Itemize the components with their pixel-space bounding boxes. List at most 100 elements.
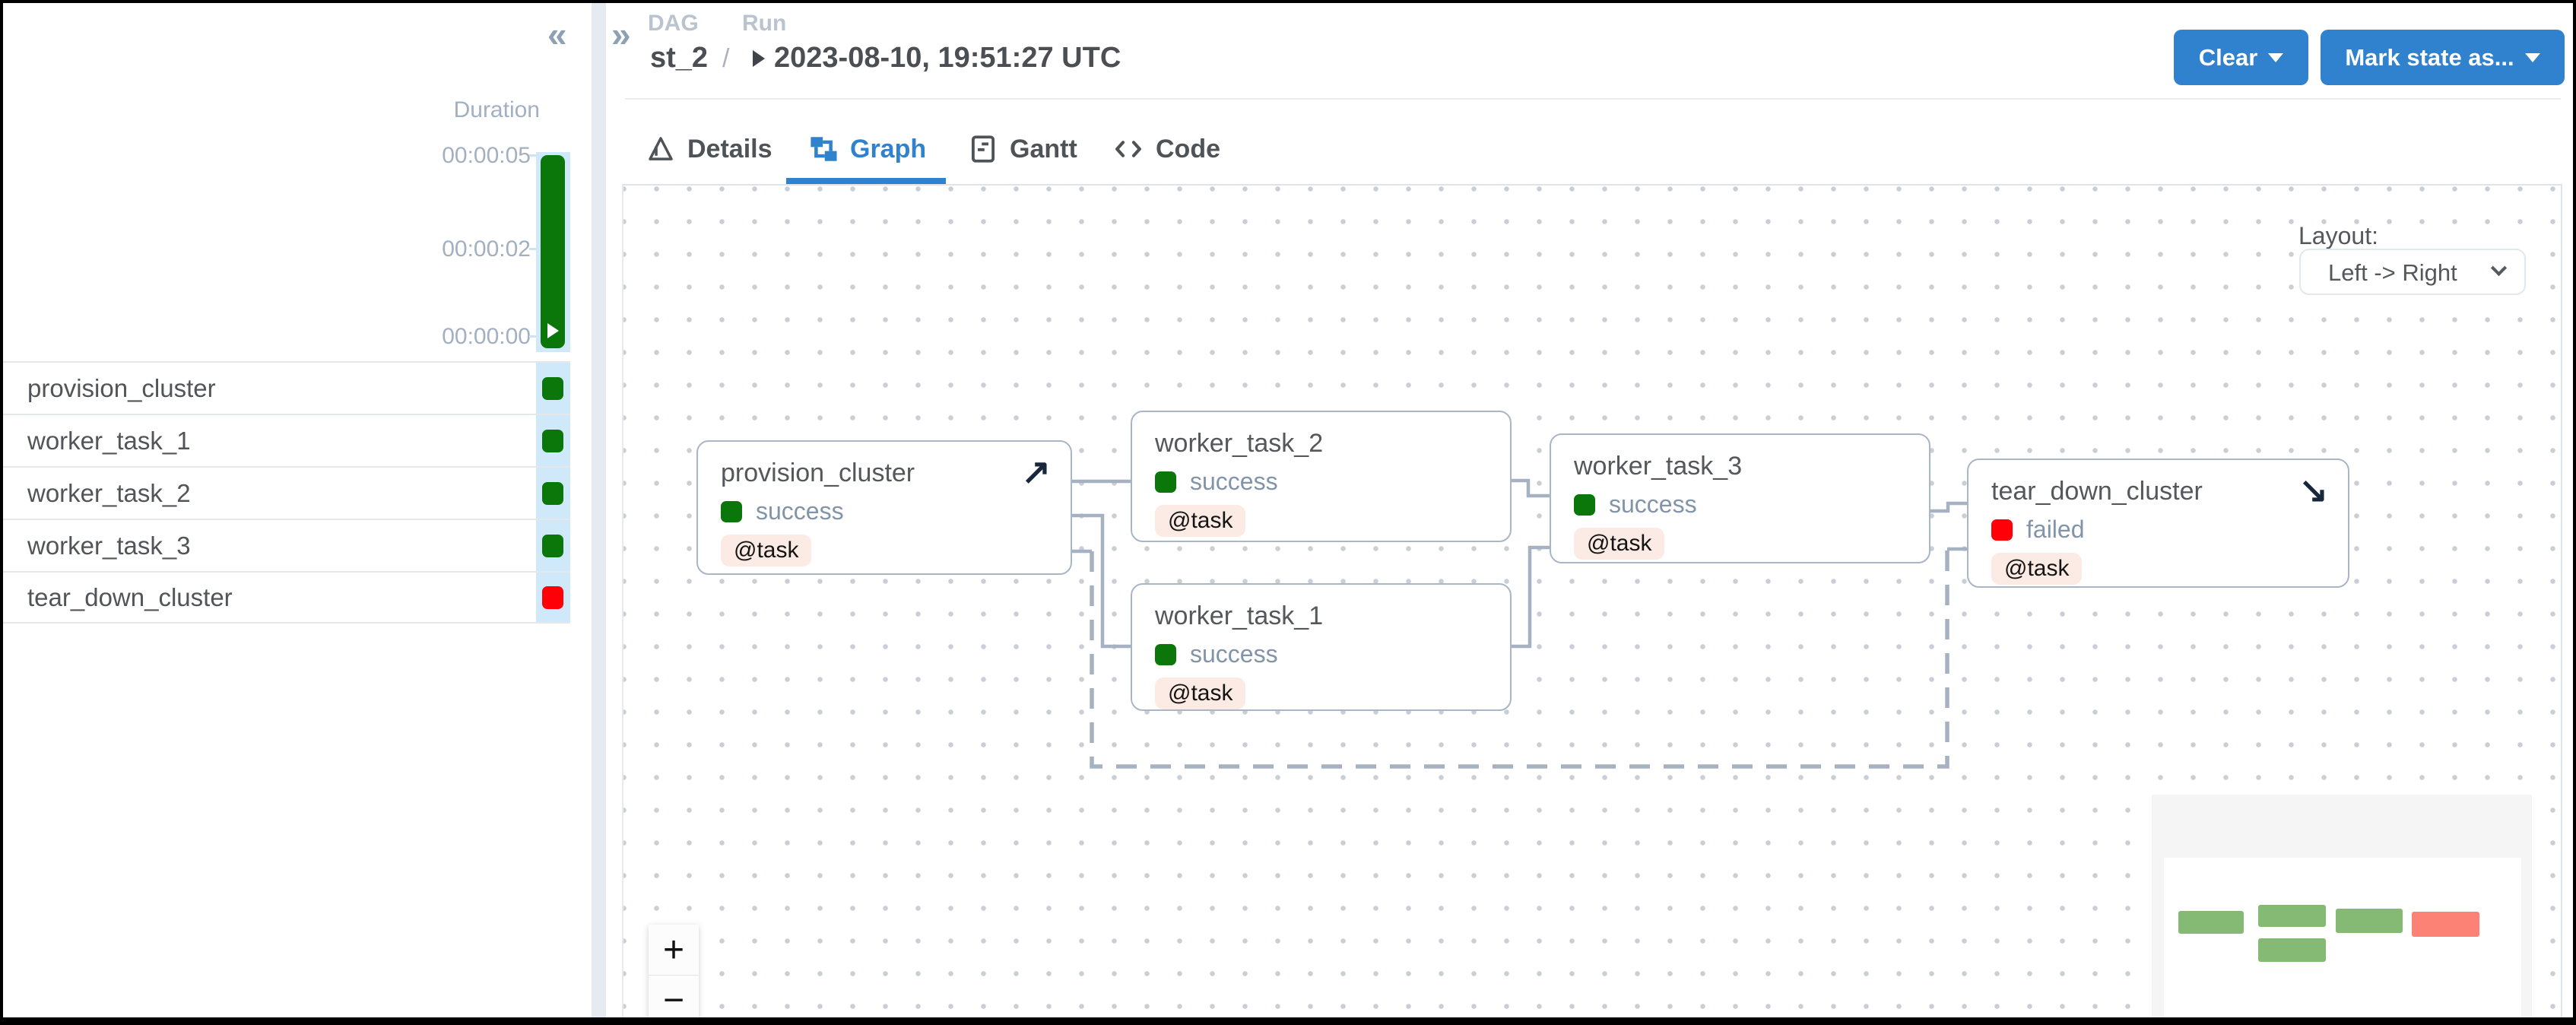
zoom-out-button[interactable]: − [649,975,699,1025]
task-row-worker-task-1[interactable]: worker_task_1 [0,414,570,466]
expand-panel-icon[interactable]: » [611,14,631,54]
status-square-success [1155,643,1176,665]
tab-label: Gantt [1010,134,1077,163]
duration-tick: 00:00:05 [442,143,531,168]
node-title: worker_task_3 [1574,452,1743,481]
dag-node-provision-cluster[interactable]: provision_cluster ↗ success @task [696,440,1072,575]
node-title: provision_cluster [721,459,915,487]
task-row-worker-task-3[interactable]: worker_task_3 [0,519,570,571]
task-name: tear_down_cluster [27,582,233,611]
gantt-icon [967,133,999,165]
task-name: worker_task_3 [27,531,191,560]
breadcrumb-dag-label: DAG [648,11,699,36]
layout-label: Layout: [2298,222,2378,249]
task-status-square-success[interactable] [542,534,563,557]
dag-node-tear-down-cluster[interactable]: tear_down_cluster ↘ failed @task [1967,459,2349,588]
setup-teardown-dashed-edge [1090,549,1949,769]
minimap-node-worker-task-3 [2334,907,2404,935]
chevron-down-icon [2490,259,2508,277]
dag-node-worker-task-3[interactable]: worker_task_3 success @task [1550,433,1930,563]
task-status-square-success[interactable] [542,429,563,452]
mark-state-as-button[interactable]: Mark state as... [2321,30,2565,85]
minimap-viewport[interactable] [2164,858,2521,1025]
graph-minimap[interactable] [2152,795,2532,1025]
clear-button[interactable]: Clear [2174,30,2308,85]
dag-node-worker-task-2[interactable]: worker_task_2 success @task [1131,411,1512,542]
play-icon [547,323,559,338]
node-title: worker_task_2 [1155,429,1324,458]
edge-provision-to-worker1 [1071,513,1131,649]
layout-dropdown[interactable]: Left -> Right [2299,249,2526,295]
duration-axis-label: Duration [453,97,540,122]
node-title: tear_down_cluster [1991,477,2203,506]
task-name: worker_task_1 [27,426,191,455]
node-title: worker_task_1 [1155,601,1324,630]
dag-edges [1071,478,1967,769]
code-icon [1112,133,1145,165]
task-name: provision_cluster [27,373,216,402]
collapse-sidebar-icon[interactable]: « [547,14,567,54]
node-status-label: success [1190,640,1278,668]
axis-tick-mark [529,248,538,250]
dag-run-duration-bar[interactable] [541,155,565,348]
minimap-node-provision-cluster [2177,909,2245,935]
layout-dropdown-value: Left -> Right [2328,259,2457,286]
duration-tick: 00:00:02 [442,236,531,262]
dag-node-worker-task-1[interactable]: worker_task_1 success @task [1131,583,1512,711]
edge-worker3-to-teardown [1930,501,1967,513]
task-status-square-failed[interactable] [542,585,563,609]
tab-label: Graph [850,134,927,163]
node-status-label: success [1609,490,1697,518]
zoom-in-button[interactable]: + [649,925,699,975]
tab-code[interactable]: Code [1112,126,1220,172]
chevron-down-icon [2524,52,2540,62]
minimap-node-worker-task-2 [2257,903,2327,928]
setup-arrow-icon: ↗ [1021,452,1051,491]
graph-icon [807,133,839,165]
task-decorator-badge: @task [1155,678,1246,709]
task-status-square-success[interactable] [542,481,563,505]
task-decorator-badge: @task [721,535,812,566]
minimap-node-tear-down-cluster [2410,910,2481,938]
task-decorator-badge: @task [1155,505,1246,537]
status-square-failed [1991,519,2013,541]
duration-tick: 00:00:00 [442,324,531,349]
minimap-node-worker-task-1 [2257,937,2327,963]
graph-canvas[interactable] [622,184,2562,1025]
status-square-success [1155,471,1176,493]
task-list: provision_cluster worker_task_1 worker_t… [0,361,570,624]
axis-tick-mark [529,154,538,157]
task-name: worker_task_2 [27,478,191,507]
active-tab-indicator [786,178,946,186]
tab-details[interactable]: Details [645,126,772,172]
status-square-success [1574,493,1595,516]
chevron-down-icon [2268,52,2284,62]
breadcrumb-dag-name[interactable]: st_2 [650,42,709,74]
task-row-worker-task-2[interactable]: worker_task_2 [0,466,570,519]
breadcrumb-separator: / [722,44,730,73]
task-decorator-badge: @task [1574,528,1665,560]
details-triangle-icon [645,133,677,165]
node-status-label: success [1190,468,1278,495]
duration-bar-column[interactable] [536,152,570,352]
task-row-tear-down-cluster[interactable]: tear_down_cluster [0,571,570,624]
node-status-label: success [756,497,844,525]
panel-divider[interactable] [592,0,606,1025]
header-divider [625,98,2561,100]
status-square-success [721,500,742,522]
tab-label: Code [1156,134,1220,163]
teardown-arrow-icon: ↘ [2298,470,2328,509]
edge-worker2-to-worker3 [1512,478,1550,498]
breadcrumb-run-value[interactable]: 2023-08-10, 19:51:27 UTC [774,42,1121,74]
tab-gantt[interactable]: Gantt [967,126,1077,172]
tab-graph[interactable]: Graph [807,126,926,172]
edge-worker1-to-worker3 [1512,545,1550,649]
tab-label: Details [687,134,772,163]
node-status-label: failed [2026,516,2085,543]
axis-tick-mark [529,335,538,338]
grid-sidebar: « Duration 00:00:05 00:00:02 00:00:00 pr… [0,0,592,1025]
run-state-caret-icon[interactable] [753,50,765,67]
task-status-square-success[interactable] [542,376,563,400]
task-row-provision-cluster[interactable]: provision_cluster [0,361,570,414]
zoom-controls: + − [649,925,699,1025]
